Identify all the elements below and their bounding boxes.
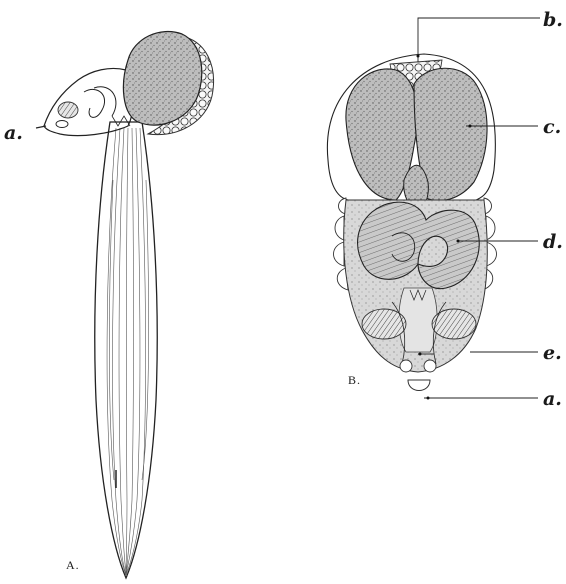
terminal-organ-left bbox=[400, 360, 412, 372]
head-hatched-organ bbox=[58, 102, 78, 118]
panel-b-drawing bbox=[327, 54, 496, 391]
terminal-tip bbox=[408, 380, 430, 391]
label-d: d. bbox=[543, 231, 563, 253]
head-small-organ bbox=[56, 121, 68, 128]
label-e: e. bbox=[543, 342, 562, 364]
panel-a-drawing bbox=[36, 32, 214, 578]
label-b: b. bbox=[543, 9, 563, 31]
body-internal-lines bbox=[107, 128, 149, 575]
panel-a-label: A. bbox=[66, 558, 80, 572]
terminal-organ-right bbox=[424, 360, 436, 372]
head-outline bbox=[44, 68, 133, 135]
label-a-left: a. bbox=[4, 122, 23, 144]
head-coil bbox=[84, 89, 105, 117]
label-c: c. bbox=[543, 116, 561, 138]
panel-b-label: B. bbox=[348, 373, 361, 387]
label-a-right: a. bbox=[543, 388, 562, 410]
